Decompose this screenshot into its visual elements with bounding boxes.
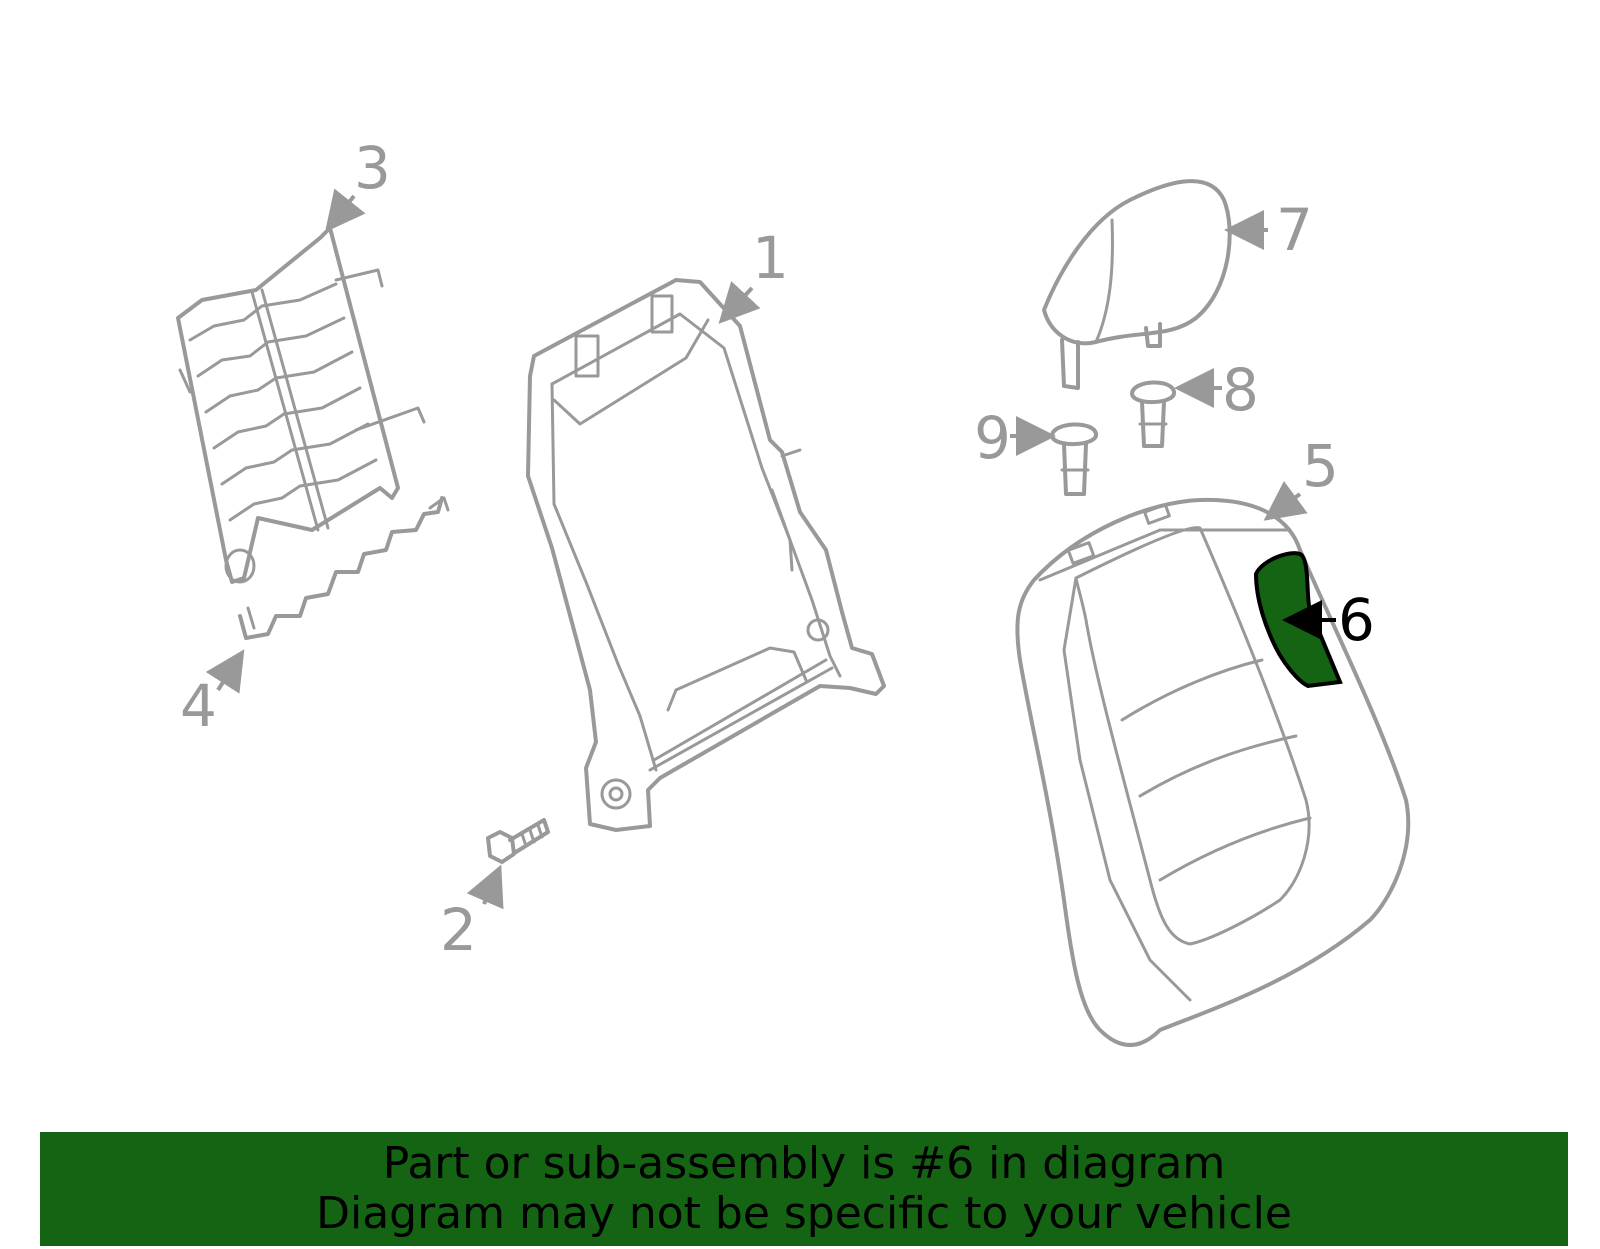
bolt-part (486, 818, 550, 864)
leader-2 (466, 864, 504, 910)
callout-8: 8 (1222, 356, 1259, 424)
callout-1: 1 (752, 224, 789, 292)
callout-4: 4 (180, 672, 217, 740)
callout-6: 6 (1338, 586, 1375, 654)
wire-spring-part (238, 496, 450, 640)
notice-banner: Part or sub-assembly is #6 in diagram Di… (40, 1132, 1568, 1246)
headrest-part (1042, 179, 1232, 390)
headrest-guide-8-part (1130, 380, 1176, 448)
leader-1 (718, 280, 761, 324)
callout-3: 3 (354, 134, 391, 202)
callout-7: 7 (1276, 196, 1313, 264)
callout-2: 2 (440, 896, 477, 964)
spring-mat-part (176, 226, 426, 584)
banner-line-1: Part or sub-assembly is #6 in diagram (382, 1138, 1226, 1189)
headrest-guide-9-part (1050, 422, 1098, 496)
leader-5 (1263, 480, 1308, 521)
seat-back-frame-part (526, 278, 886, 832)
callout-9: 9 (974, 404, 1011, 472)
banner-line-2: Diagram may not be specific to your vehi… (316, 1188, 1292, 1239)
seat-back-pad-part (1015, 497, 1411, 1047)
leader-3 (325, 188, 366, 233)
callout-5: 5 (1302, 432, 1339, 500)
leader-4 (205, 649, 245, 694)
